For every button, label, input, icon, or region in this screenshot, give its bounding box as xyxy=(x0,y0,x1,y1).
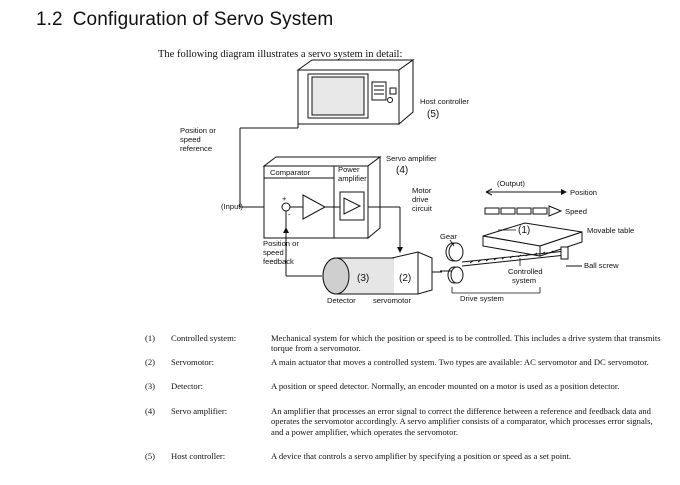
position-arrow xyxy=(485,188,567,196)
host-controller-device xyxy=(296,59,415,126)
gear-assembly xyxy=(440,242,464,284)
speed-label: Speed xyxy=(565,207,587,216)
minus-sign: - xyxy=(288,210,291,219)
definition-desc: A position or speed detector. Normally, … xyxy=(271,381,620,391)
host-controller-number: (5) xyxy=(427,109,439,120)
servo-amplifier-number: (4) xyxy=(396,165,408,176)
gear-label: Gear xyxy=(440,232,457,241)
drive-system-label: Drive system xyxy=(460,294,504,303)
output-label: (Output) xyxy=(497,179,525,188)
definition-term: Servo amplifier: xyxy=(171,406,228,416)
section-title: Configuration of Servo System xyxy=(72,9,334,30)
detector-label: Detector xyxy=(327,296,356,305)
drive-line xyxy=(368,206,403,253)
section-heading: 1.2 Configuration of Servo System xyxy=(36,9,333,31)
definition-desc: A device that controls a servo amplifier… xyxy=(271,451,571,461)
definition-term: Host controller: xyxy=(171,451,226,461)
ball-screw xyxy=(461,246,582,267)
definition-desc: A main actuator that moves a controlled … xyxy=(271,357,649,367)
controlled-system-number: (1) xyxy=(518,225,530,236)
drive-system-bracket xyxy=(451,287,541,294)
intro-text: The following diagram illustrates a serv… xyxy=(158,49,403,60)
host-controller-label: Host controller xyxy=(420,97,469,106)
definition-desc: An amplifier that processes an error sig… xyxy=(271,406,653,437)
detector-device xyxy=(322,257,394,295)
section-number: 1.2 xyxy=(36,9,63,30)
controlled-system-label: Controlled system xyxy=(508,267,545,285)
feedback-label: Position or speed feedback xyxy=(263,239,301,266)
definition-term: Servomotor: xyxy=(171,357,214,367)
detector-number: (3) xyxy=(357,273,369,284)
ball-screw-label: Ball screw xyxy=(584,261,619,270)
servo-amplifier-label: Servo amplifier xyxy=(386,154,437,163)
servomotor-number: (2) xyxy=(399,273,411,284)
power-amplifier-label: Power amplifier xyxy=(338,165,367,183)
motor-drive-circuit-label: Motor drive circuit xyxy=(412,186,434,213)
servo-system-diagram: Host controller (5) Position or speed re… xyxy=(180,59,634,305)
plus-sign: + xyxy=(282,194,287,203)
speed-arrow xyxy=(484,205,563,217)
definition-desc: Mechanical system for which the position… xyxy=(271,333,661,354)
feedback-line xyxy=(283,227,322,277)
position-label: Position xyxy=(570,188,597,197)
comparator-label: Comparator xyxy=(270,168,311,177)
definition-term: Detector: xyxy=(171,381,203,391)
servomotor-label: servomotor xyxy=(373,296,411,305)
position-reference-label: Position or speed reference xyxy=(180,126,218,153)
definition-term: Controlled system: xyxy=(171,333,237,343)
movable-table-label: Movable table xyxy=(587,226,634,235)
input-label: (Input) xyxy=(221,202,243,211)
movable-table xyxy=(482,222,583,257)
servo-amplifier-device xyxy=(262,156,382,240)
